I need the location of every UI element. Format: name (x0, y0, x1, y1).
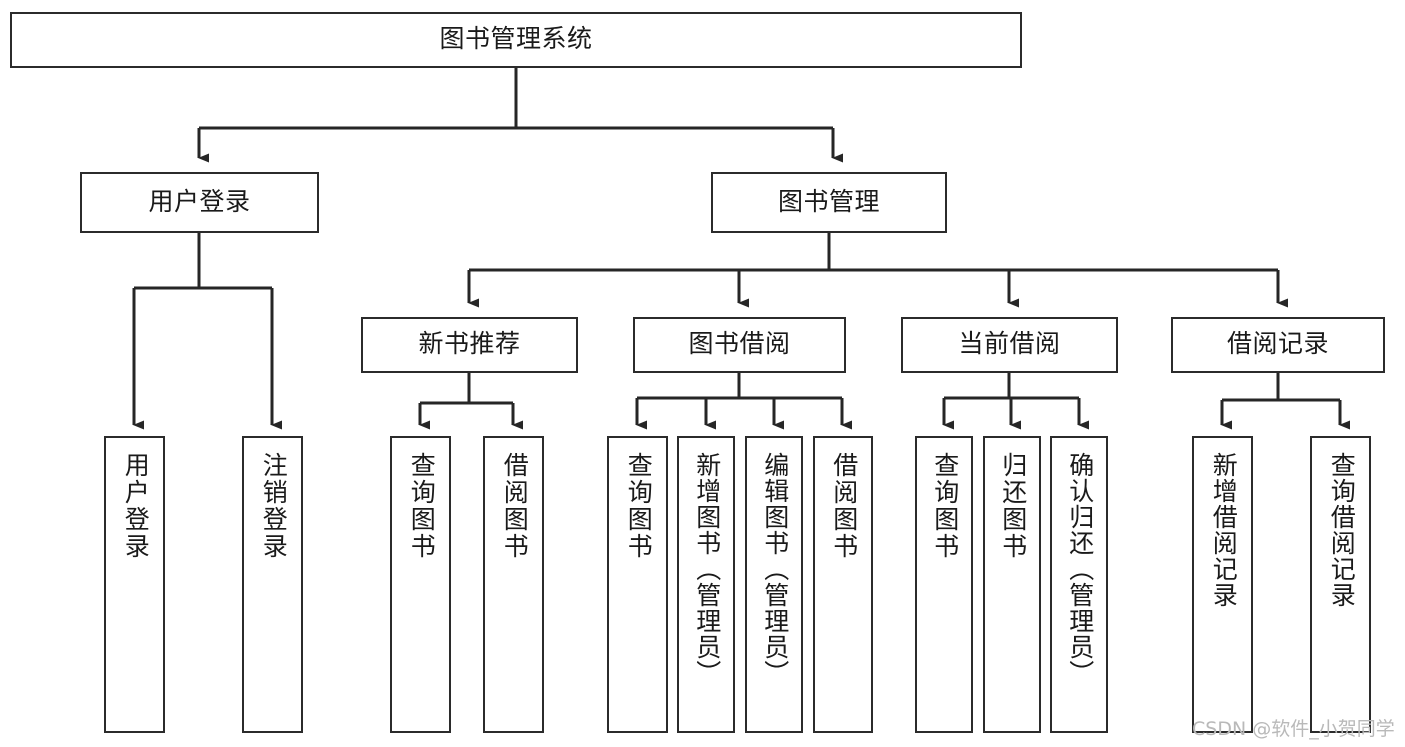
node-label: 确认归还（管理员） (1065, 452, 1094, 686)
node-label: 图书借阅 (688, 330, 791, 359)
node-label: 编辑图书（管理员） (760, 452, 789, 686)
node-label: 查询图书 (624, 452, 653, 560)
node-new-book-recommendation[interactable]: 新书推荐 (361, 317, 578, 373)
node-book-management[interactable]: 图书管理 (711, 172, 947, 233)
leaf-user-login[interactable]: 用户登录 (104, 436, 165, 733)
node-label: 归还图书 (998, 452, 1027, 560)
leaf-borrow-books-newbook[interactable]: 借阅图书 (483, 436, 544, 733)
node-label: 用户登录 (121, 452, 150, 560)
node-borrowing-records[interactable]: 借阅记录 (1171, 317, 1385, 373)
node-label: 图书管理 (777, 187, 880, 216)
leaf-add-borrowing-record[interactable]: 新增借阅记录 (1192, 436, 1253, 733)
leaf-query-books-newbook[interactable]: 查询图书 (390, 436, 451, 733)
leaf-add-book-admin[interactable]: 新增图书（管理员） (677, 436, 735, 733)
leaf-confirm-return-admin[interactable]: 确认归还（管理员） (1050, 436, 1108, 733)
leaf-return-books[interactable]: 归还图书 (983, 436, 1041, 733)
node-current-borrowing[interactable]: 当前借阅 (901, 317, 1118, 373)
node-label: 查询图书 (930, 452, 959, 560)
node-label: 查询图书 (407, 452, 436, 560)
leaf-edit-book-admin[interactable]: 编辑图书（管理员） (745, 436, 803, 733)
node-root-book-management-system[interactable]: 图书管理系统 (10, 12, 1022, 68)
node-label: 用户登录 (148, 187, 251, 216)
node-user-login[interactable]: 用户登录 (80, 172, 319, 233)
node-label: 图书管理系统 (439, 25, 593, 54)
leaf-query-books-current[interactable]: 查询图书 (915, 436, 973, 733)
leaf-query-books-borrowing[interactable]: 查询图书 (607, 436, 668, 733)
node-label: 借阅图书 (500, 452, 529, 560)
leaf-logout[interactable]: 注销登录 (242, 436, 303, 733)
node-label: 当前借阅 (958, 330, 1061, 359)
node-label: 新书推荐 (418, 330, 521, 359)
csdn-watermark: CSDN @软件_小贺同学 (1192, 718, 1395, 740)
node-book-borrowing[interactable]: 图书借阅 (633, 317, 846, 373)
node-label: 借阅记录 (1226, 330, 1329, 359)
node-label: 新增图书（管理员） (692, 452, 721, 686)
node-label: 借阅图书 (829, 452, 858, 560)
node-label: 新增借阅记录 (1209, 452, 1238, 608)
node-label: 注销登录 (259, 452, 288, 560)
leaf-borrow-books-borrowing[interactable]: 借阅图书 (813, 436, 873, 733)
leaf-query-borrowing-record[interactable]: 查询借阅记录 (1310, 436, 1371, 733)
node-label: 查询借阅记录 (1327, 452, 1356, 608)
